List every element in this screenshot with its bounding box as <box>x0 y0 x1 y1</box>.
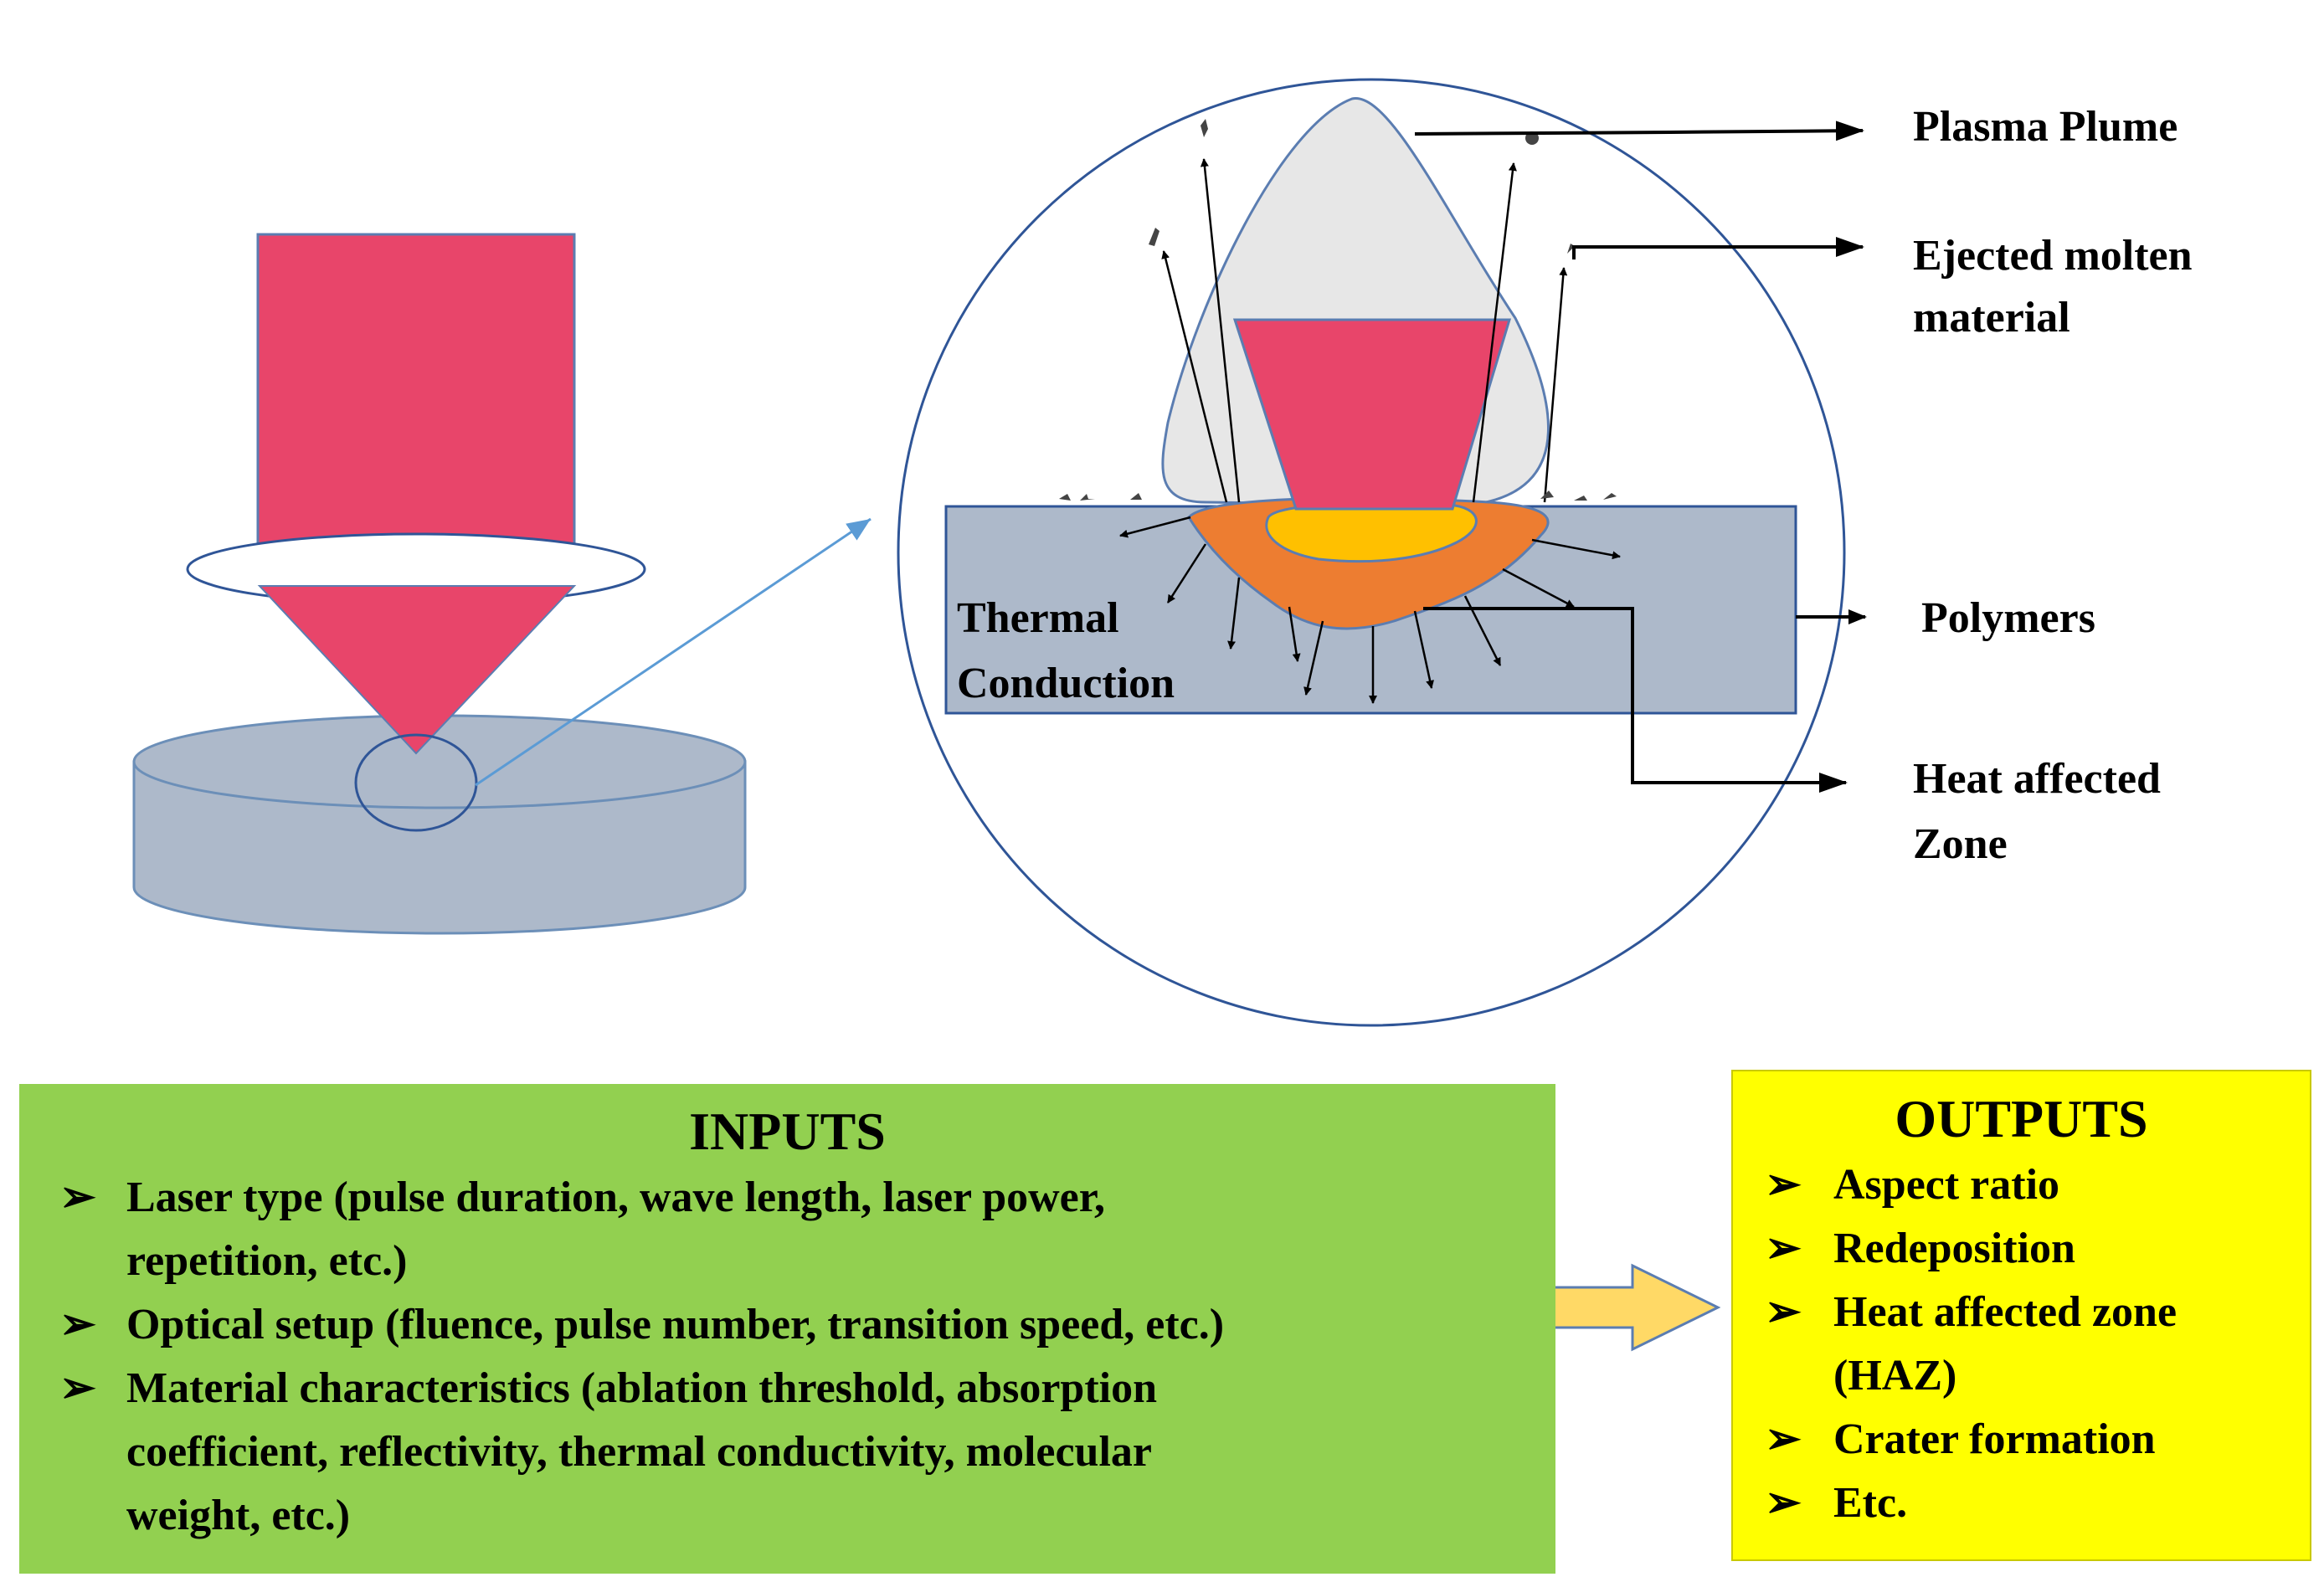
list-item: ➢ Crater formation <box>1758 1408 2285 1472</box>
laser-beam-magnified <box>1232 318 1512 511</box>
thermal-conduction-label-line1: Thermal <box>957 594 1119 642</box>
arrow-bullet-icon: ➢ <box>1765 1161 1802 1209</box>
outputs-box: OUTPUTS ➢ Aspect ratio ➢ Redeposition ➢ … <box>1731 1070 2311 1561</box>
item-text: coefficient, reflectivity, thermal condu… <box>126 1428 1152 1476</box>
substrate-disk <box>132 714 747 935</box>
arrow-bullet-icon: ➢ <box>59 1174 96 1221</box>
haz-label-line1: Heat affected <box>1913 755 2161 803</box>
outputs-title: OUTPUTS <box>1895 1089 2148 1148</box>
ejected-material-label-line2: material <box>1913 294 2070 342</box>
laser-beam <box>256 233 576 567</box>
item-text: weight, etc.) <box>126 1492 351 1539</box>
item-text: Etc. <box>1833 1479 1908 1527</box>
item-text: Aspect ratio <box>1833 1161 2060 1209</box>
plasma-plume-leader <box>1414 121 1864 141</box>
ejected-material-label-line1: Ejected molten <box>1913 232 2193 280</box>
arrow-bullet-icon: ➢ <box>1765 1479 1802 1527</box>
inputs-to-outputs-arrow <box>1550 1263 1721 1352</box>
item-text: Heat affected zone <box>1833 1288 2177 1336</box>
list-item: ➢ Redeposition <box>1758 1217 2285 1281</box>
plasma-plume-label: Plasma Plume <box>1913 103 2177 151</box>
inputs-box: INPUTS ➢ Laser type (pulse duration, wav… <box>19 1084 1555 1574</box>
item-text: repetition, etc.) <box>126 1237 408 1285</box>
inputs-title: INPUTS <box>689 1102 886 1161</box>
polymers-label: Polymers <box>1921 594 2095 642</box>
list-item: ➢ Heat affected zone (HAZ) <box>1758 1281 2285 1408</box>
list-item: ➢ Optical setup (fluence, pulse number, … <box>53 1293 1522 1357</box>
thermal-conduction-label-line2: Conduction <box>957 660 1175 707</box>
haz-label-line2: Zone <box>1913 820 2008 868</box>
item-text: Crater formation <box>1833 1415 2156 1463</box>
item-text: (HAZ) <box>1833 1352 1957 1400</box>
arrow-bullet-icon: ➢ <box>59 1364 96 1412</box>
outputs-list: ➢ Aspect ratio ➢ Redeposition ➢ Heat aff… <box>1758 1153 2285 1535</box>
haz-leader <box>1423 607 1848 793</box>
list-item: ➢ Etc. <box>1758 1472 2285 1535</box>
focused-beam-cone <box>257 585 577 755</box>
label-leader-lines <box>1414 121 1867 793</box>
arrow-bullet-icon: ➢ <box>59 1301 96 1348</box>
ejected-particle-arrows <box>1161 158 1568 503</box>
item-text: Optical setup (fluence, pulse number, tr… <box>126 1301 1225 1348</box>
item-text: Redeposition <box>1833 1225 2075 1272</box>
zoom-connector-line <box>475 517 872 787</box>
arrow-bullet-icon: ➢ <box>1765 1415 1802 1463</box>
arrow-bullet-icon: ➢ <box>1765 1288 1802 1336</box>
list-item: ➢ Material characteristics (ablation thr… <box>53 1357 1522 1548</box>
focus-spot-circle <box>354 733 478 832</box>
ejected-material-leader <box>1572 237 1864 259</box>
list-item: ➢ Aspect ratio <box>1758 1153 2285 1217</box>
arrow-bullet-icon: ➢ <box>1765 1225 1802 1272</box>
list-item: ➢ Laser type (pulse duration, wave lengt… <box>53 1166 1522 1293</box>
inputs-list: ➢ Laser type (pulse duration, wave lengt… <box>53 1166 1522 1548</box>
item-text: Material characteristics (ablation thres… <box>126 1364 1158 1412</box>
item-text: Laser type (pulse duration, wave length,… <box>126 1174 1106 1221</box>
